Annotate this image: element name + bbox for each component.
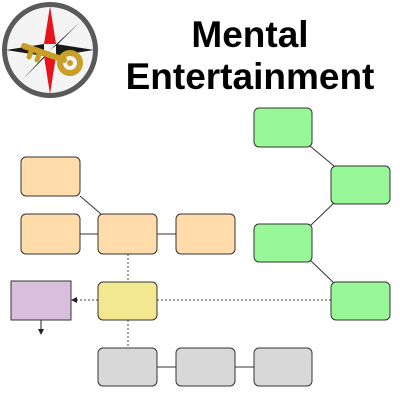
- green-node-3: [253, 223, 313, 263]
- green-node-2: [330, 165, 391, 205]
- compass-key-logo-icon: [2, 2, 98, 98]
- gray-node-1: [97, 347, 158, 387]
- key-icon: [21, 43, 83, 76]
- connector-green-2-to-3: [309, 202, 335, 227]
- orange-node-center: [97, 213, 158, 255]
- green-node-1: [253, 107, 313, 148]
- orange-node-top: [20, 156, 81, 197]
- green-node-4: [330, 281, 391, 321]
- connector-orange-top-to-center: [79, 195, 102, 215]
- logo-point-n: [44, 6, 56, 44]
- gray-node-2: [175, 347, 236, 387]
- orange-node-right: [175, 213, 236, 255]
- yellow-node: [97, 281, 158, 321]
- orange-node-left: [20, 213, 81, 255]
- title-line-2: Entertainment: [125, 56, 375, 97]
- title-line-1: Mental: [191, 14, 309, 55]
- logo-point-ne: [50, 22, 80, 50]
- gray-node-3: [253, 347, 313, 387]
- logo-point-s: [44, 56, 56, 94]
- connector-green-3-to-4: [309, 259, 335, 284]
- connector-green-1-to-2: [309, 145, 335, 167]
- purple-node: [10, 280, 72, 321]
- logo-point-sw: [22, 50, 50, 80]
- page-title: Mental Entertainment: [104, 14, 396, 98]
